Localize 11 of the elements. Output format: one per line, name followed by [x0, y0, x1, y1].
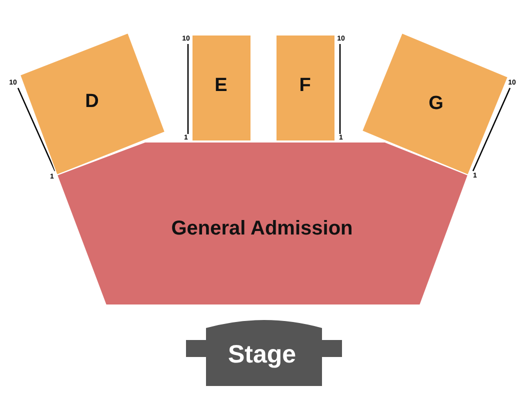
seating-section — [192, 35, 251, 141]
general-admission-area — [57, 142, 468, 305]
stage — [186, 318, 342, 386]
section-label: E — [214, 75, 228, 97]
section-label: D — [85, 91, 99, 113]
seating-section — [20, 33, 165, 175]
section-label: Stage — [228, 340, 296, 370]
seating-section — [276, 35, 335, 141]
section-label: G — [428, 93, 444, 115]
section-label: F — [299, 75, 311, 97]
section-label: General Admission — [171, 218, 353, 240]
